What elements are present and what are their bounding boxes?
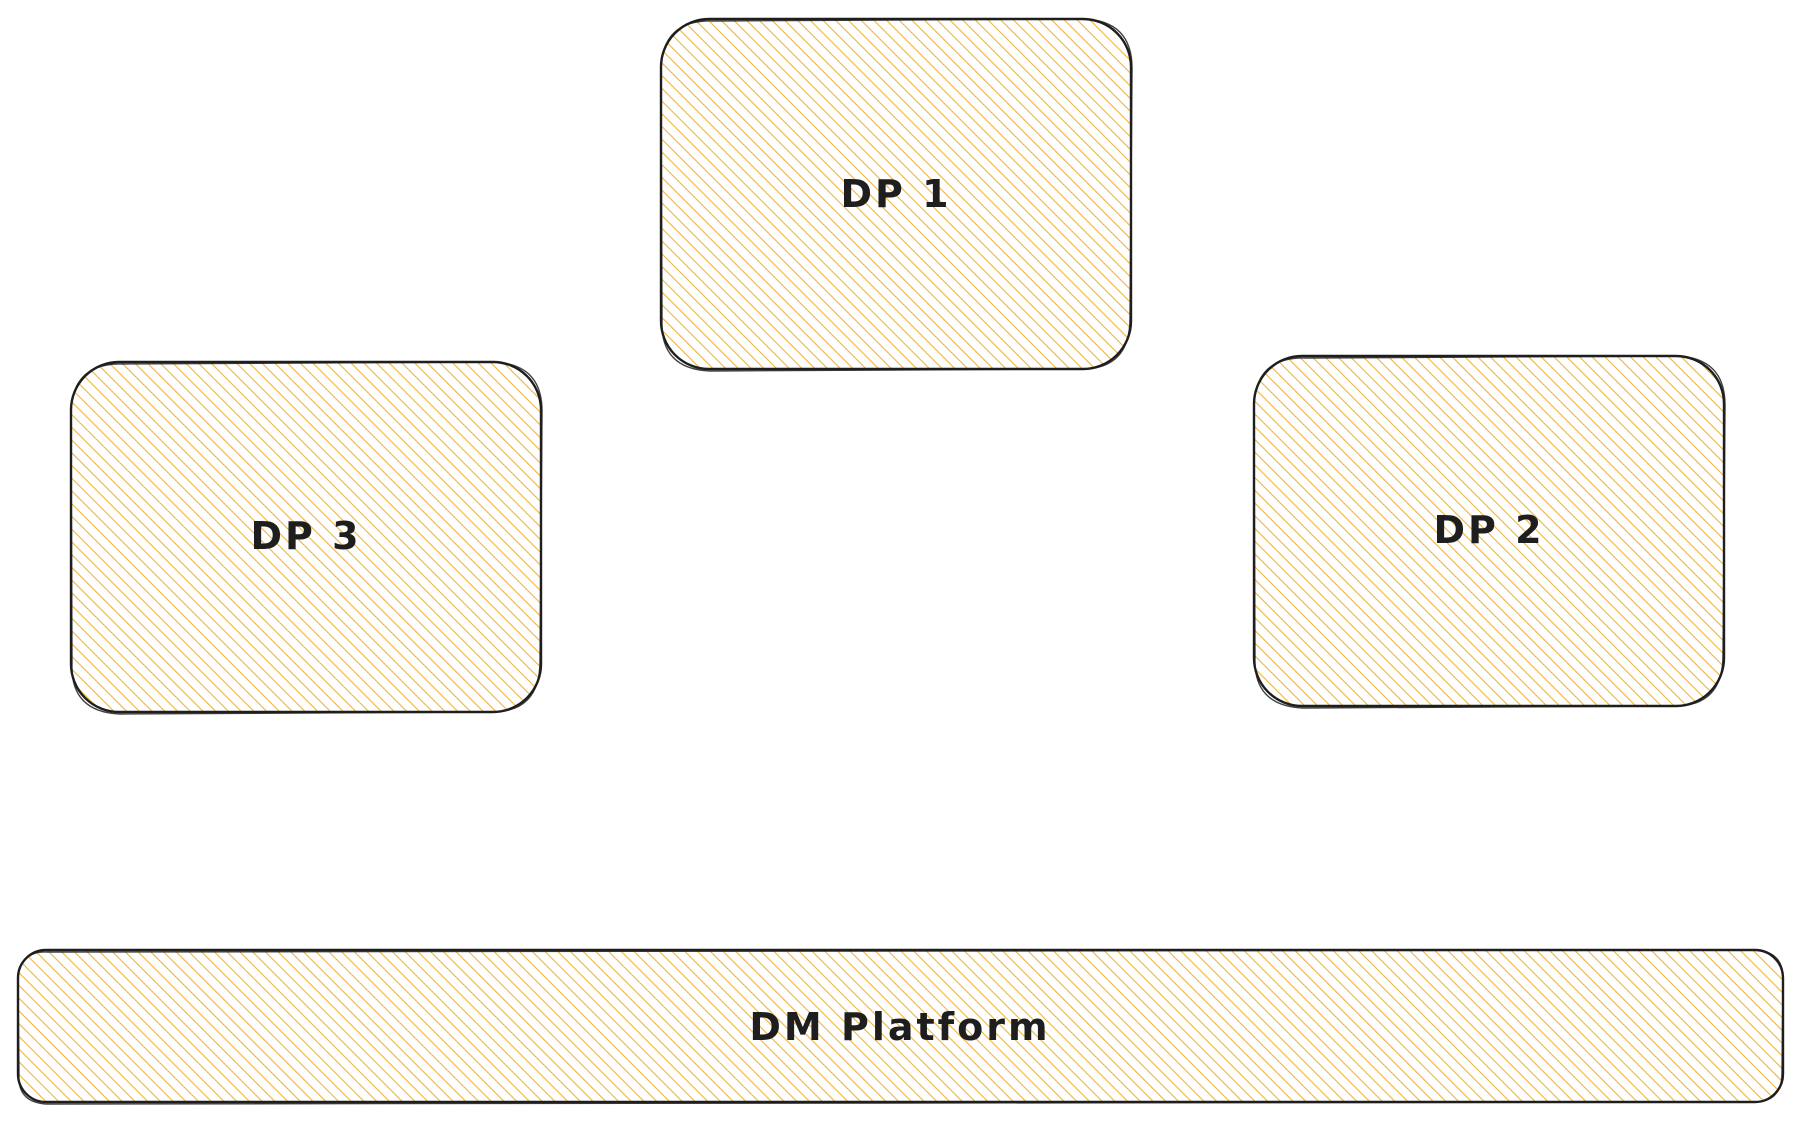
node-dp1-label: DP 1	[840, 172, 951, 216]
node-dp3-label: DP 3	[250, 514, 361, 558]
node-dp2[interactable]: DP 2	[1252, 354, 1726, 709]
node-dm-platform[interactable]: DM Platform	[16, 948, 1785, 1105]
node-dp3[interactable]: DP 3	[69, 360, 543, 715]
node-dm-platform-fill	[18, 950, 1783, 1102]
node-dp1-sketch-stroke	[660, 18, 1133, 372]
node-dp3-fill	[71, 362, 541, 712]
node-dp1-fill	[661, 19, 1131, 369]
node-dm-platform-sketch-stroke	[17, 949, 1784, 1105]
node-dp2-label: DP 2	[1433, 508, 1544, 552]
node-dp1[interactable]: DP 1	[659, 17, 1133, 372]
node-dm-platform-label: DM Platform	[749, 1005, 1050, 1049]
node-dp2-fill	[1254, 356, 1724, 706]
node-dp3-sketch-stroke	[70, 361, 543, 715]
node-dp2-sketch-stroke	[1253, 355, 1726, 709]
